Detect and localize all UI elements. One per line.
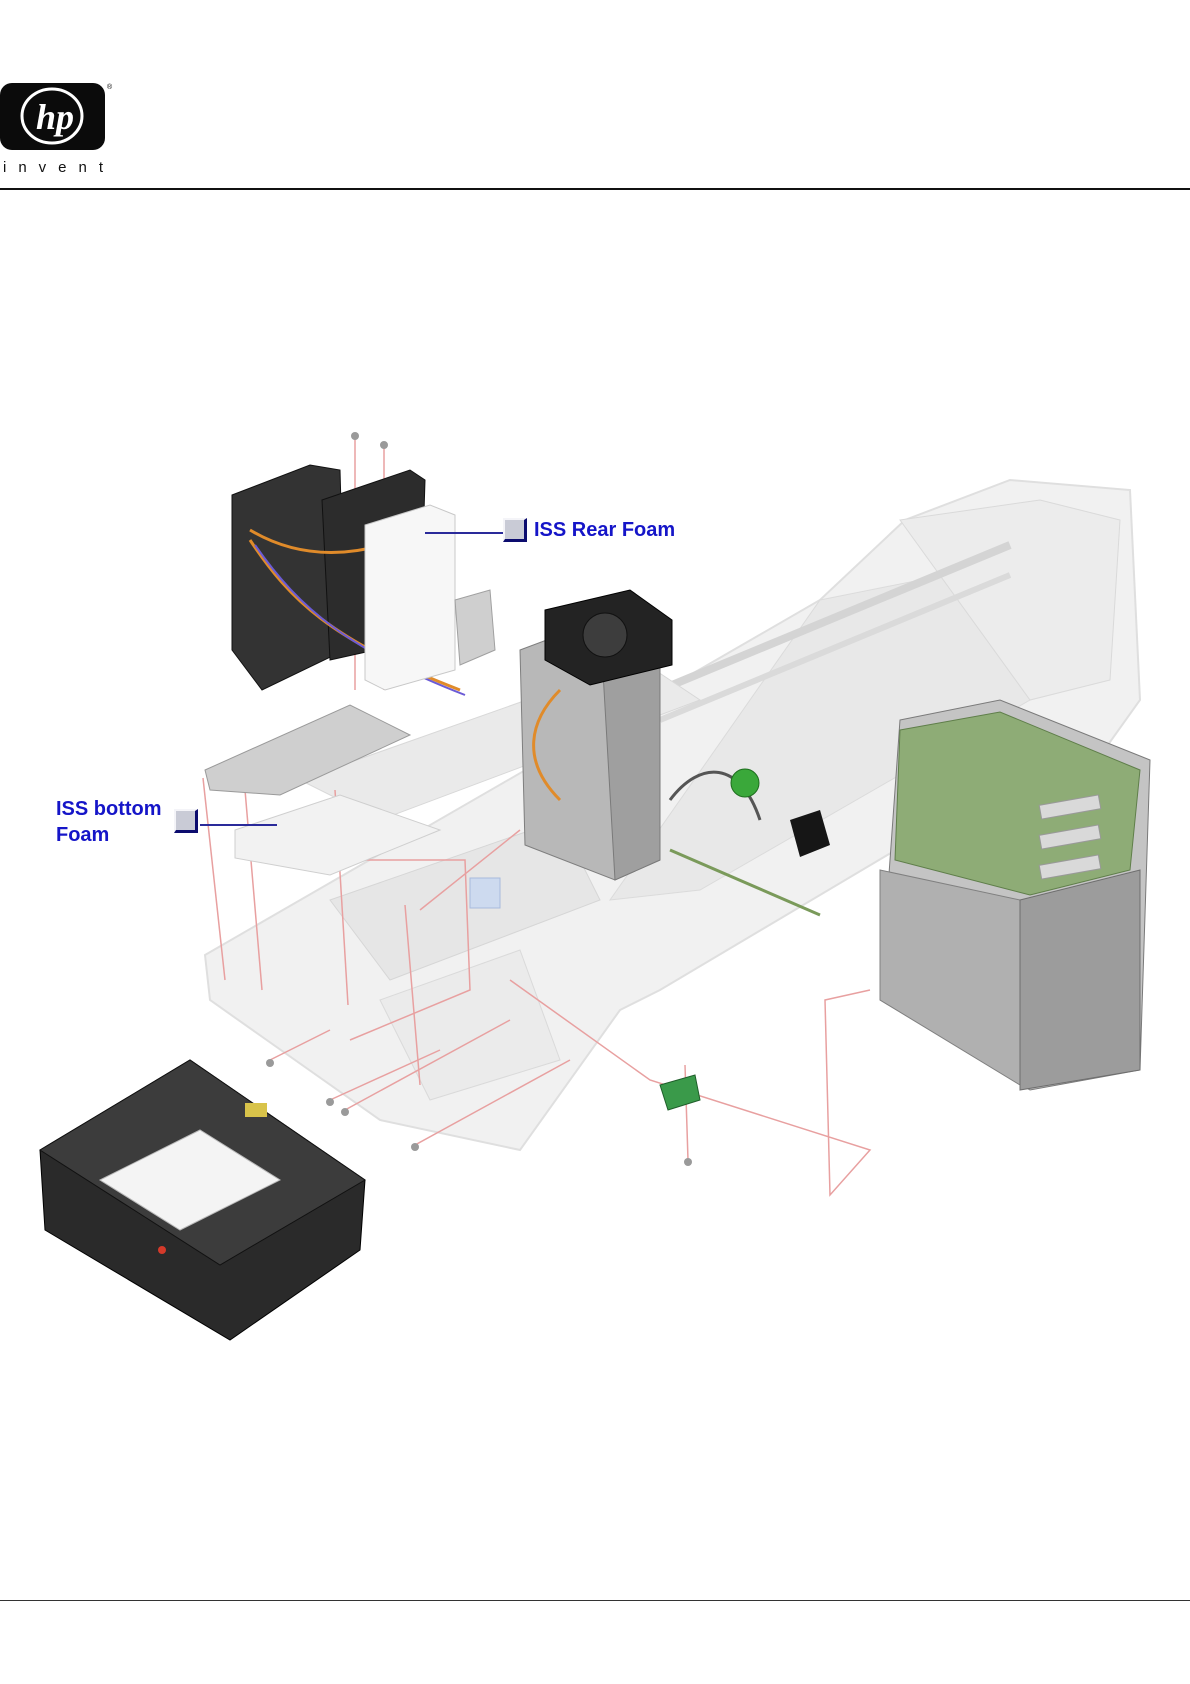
rear-foam-callout-line: [425, 532, 505, 534]
bottom-foam-callout-line: [200, 824, 277, 826]
footer-rule: [0, 1600, 1190, 1601]
header-rule: [0, 188, 1190, 190]
hp-logo-mark: hp: [0, 83, 105, 150]
hp-logo-text: hp: [36, 97, 74, 137]
bottom-foam-callout-button[interactable]: [174, 809, 198, 833]
sensor-board: [660, 1075, 700, 1110]
power-supply: [520, 590, 672, 880]
rear-foam-label: ISS Rear Foam: [534, 518, 675, 542]
bottom-foam-label-line1: ISS bottom: [56, 797, 162, 821]
registered-mark: ®: [107, 84, 112, 91]
logo-tagline: invent: [3, 159, 115, 176]
hp-logo: hp: [0, 83, 105, 150]
bottom-foam-label-line2: Foam: [56, 823, 109, 847]
rear-foam-callout-button[interactable]: [503, 518, 527, 542]
electronics-module: [880, 700, 1150, 1090]
service-station: [40, 1060, 365, 1340]
